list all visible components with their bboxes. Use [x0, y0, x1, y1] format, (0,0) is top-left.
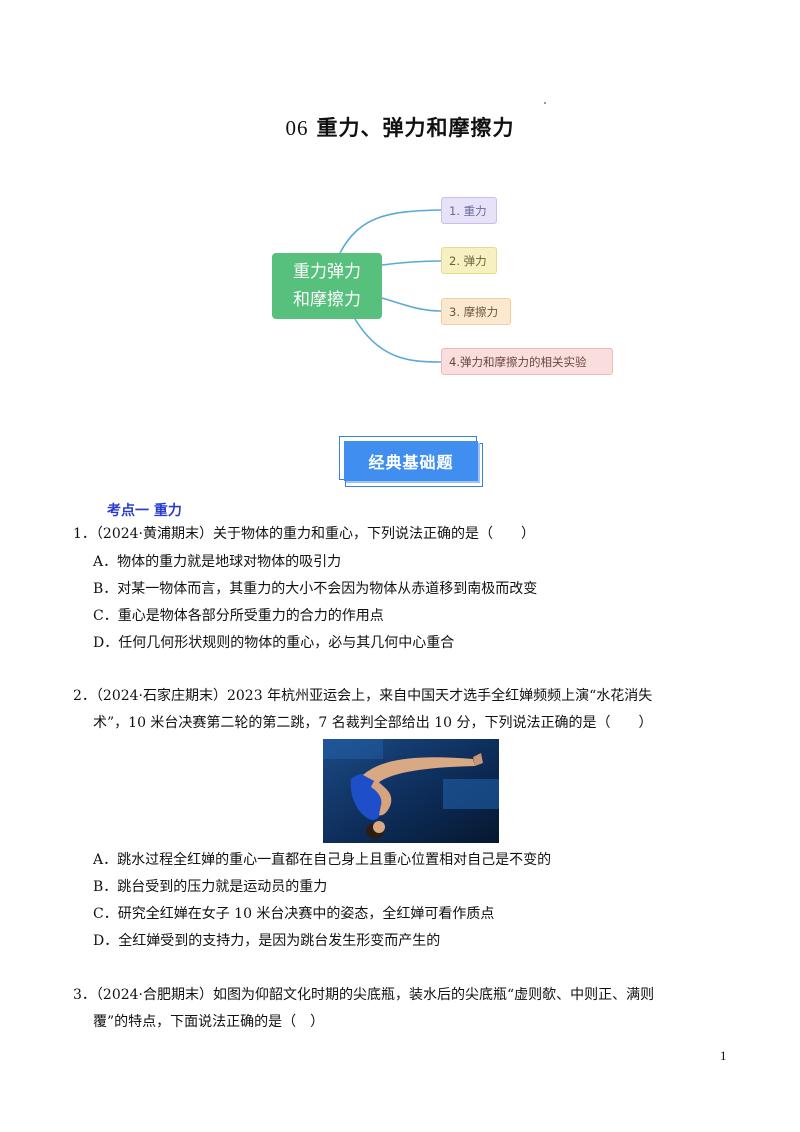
- mindmap-connectors: [339, 209, 442, 363]
- connector-2: [381, 260, 442, 266]
- mindmap-root-line1: 重力弹力: [293, 262, 361, 282]
- section-banner: 经典基础题: [344, 441, 478, 481]
- q1-stem: 1．（2024·黄浦期末）关于物体的重力和重心，下列说法正确的是（ ）: [73, 526, 535, 542]
- q2-option-d: D．全红婵受到的支持力，是因为跳台发生形变而产生的: [93, 933, 441, 949]
- title-text: 重力、弹力和摩擦力: [316, 116, 515, 140]
- q2-option-c: C．研究全红婵在女子 10 米台决赛中的姿态，全红婵可看作质点: [93, 906, 495, 922]
- connector-1: [339, 209, 442, 254]
- diver-illustration: [323, 739, 499, 843]
- q2-option-a: A．跳水过程全红婵的重心一直都在自己身上且重心位置相对自己是不变的: [93, 852, 552, 868]
- q1-option-c: C．重心是物体各部分所受重力的合力的作用点: [93, 608, 384, 624]
- q3-stem-line1: 3．（2024·合肥期末）如图为仰韶文化时期的尖底瓶，装水后的尖底瓶“虚则欹、中…: [73, 987, 655, 1003]
- q1-option-b: B．对某一物体而言，其重力的大小不会因为物体从赤道移到南极而改变: [93, 581, 538, 597]
- mindmap-root-line2: 和摩擦力: [293, 290, 361, 310]
- connector-3: [381, 297, 442, 312]
- mindmap-node-elastic: 2. 弹力: [441, 247, 497, 274]
- page-number: 1: [720, 1048, 727, 1063]
- page-title: 06 重力、弹力和摩擦力: [0, 112, 800, 142]
- q1-option-d: D．任何几何形状规则的物体的重心，必与其几何中心重合: [93, 635, 455, 651]
- mindmap-node-gravity: 1. 重力: [441, 197, 497, 224]
- mindmap-node-experiments: 4.弹力和摩擦力的相关实验: [441, 348, 613, 375]
- mindmap-node-friction: 3. 摩擦力: [441, 298, 511, 325]
- q3-stem-line2: 覆”的特点，下面说法正确的是（ ）: [93, 1014, 325, 1030]
- section-heading: 考点一 重力: [107, 503, 182, 519]
- title-number: 06: [285, 116, 309, 140]
- q2-option-b: B．跳台受到的压力就是运动员的重力: [93, 879, 328, 895]
- mindmap-root: 重力弹力 和摩擦力: [272, 253, 382, 319]
- q1-option-a: A．物体的重力就是地球对物体的吸引力: [93, 554, 342, 570]
- connector-4: [354, 318, 442, 363]
- q2-stem-line2: 术”，10 米台决赛第二轮的第二跳，7 名裁判全部给出 10 分，下列说法正确的…: [93, 715, 653, 731]
- diver-photo: [323, 739, 499, 843]
- q2-stem-line1: 2．（2024·石家庄期末）2023 年杭州亚运会上，来自中国天才选手全红婵频频…: [73, 688, 653, 704]
- speck: [544, 102, 546, 104]
